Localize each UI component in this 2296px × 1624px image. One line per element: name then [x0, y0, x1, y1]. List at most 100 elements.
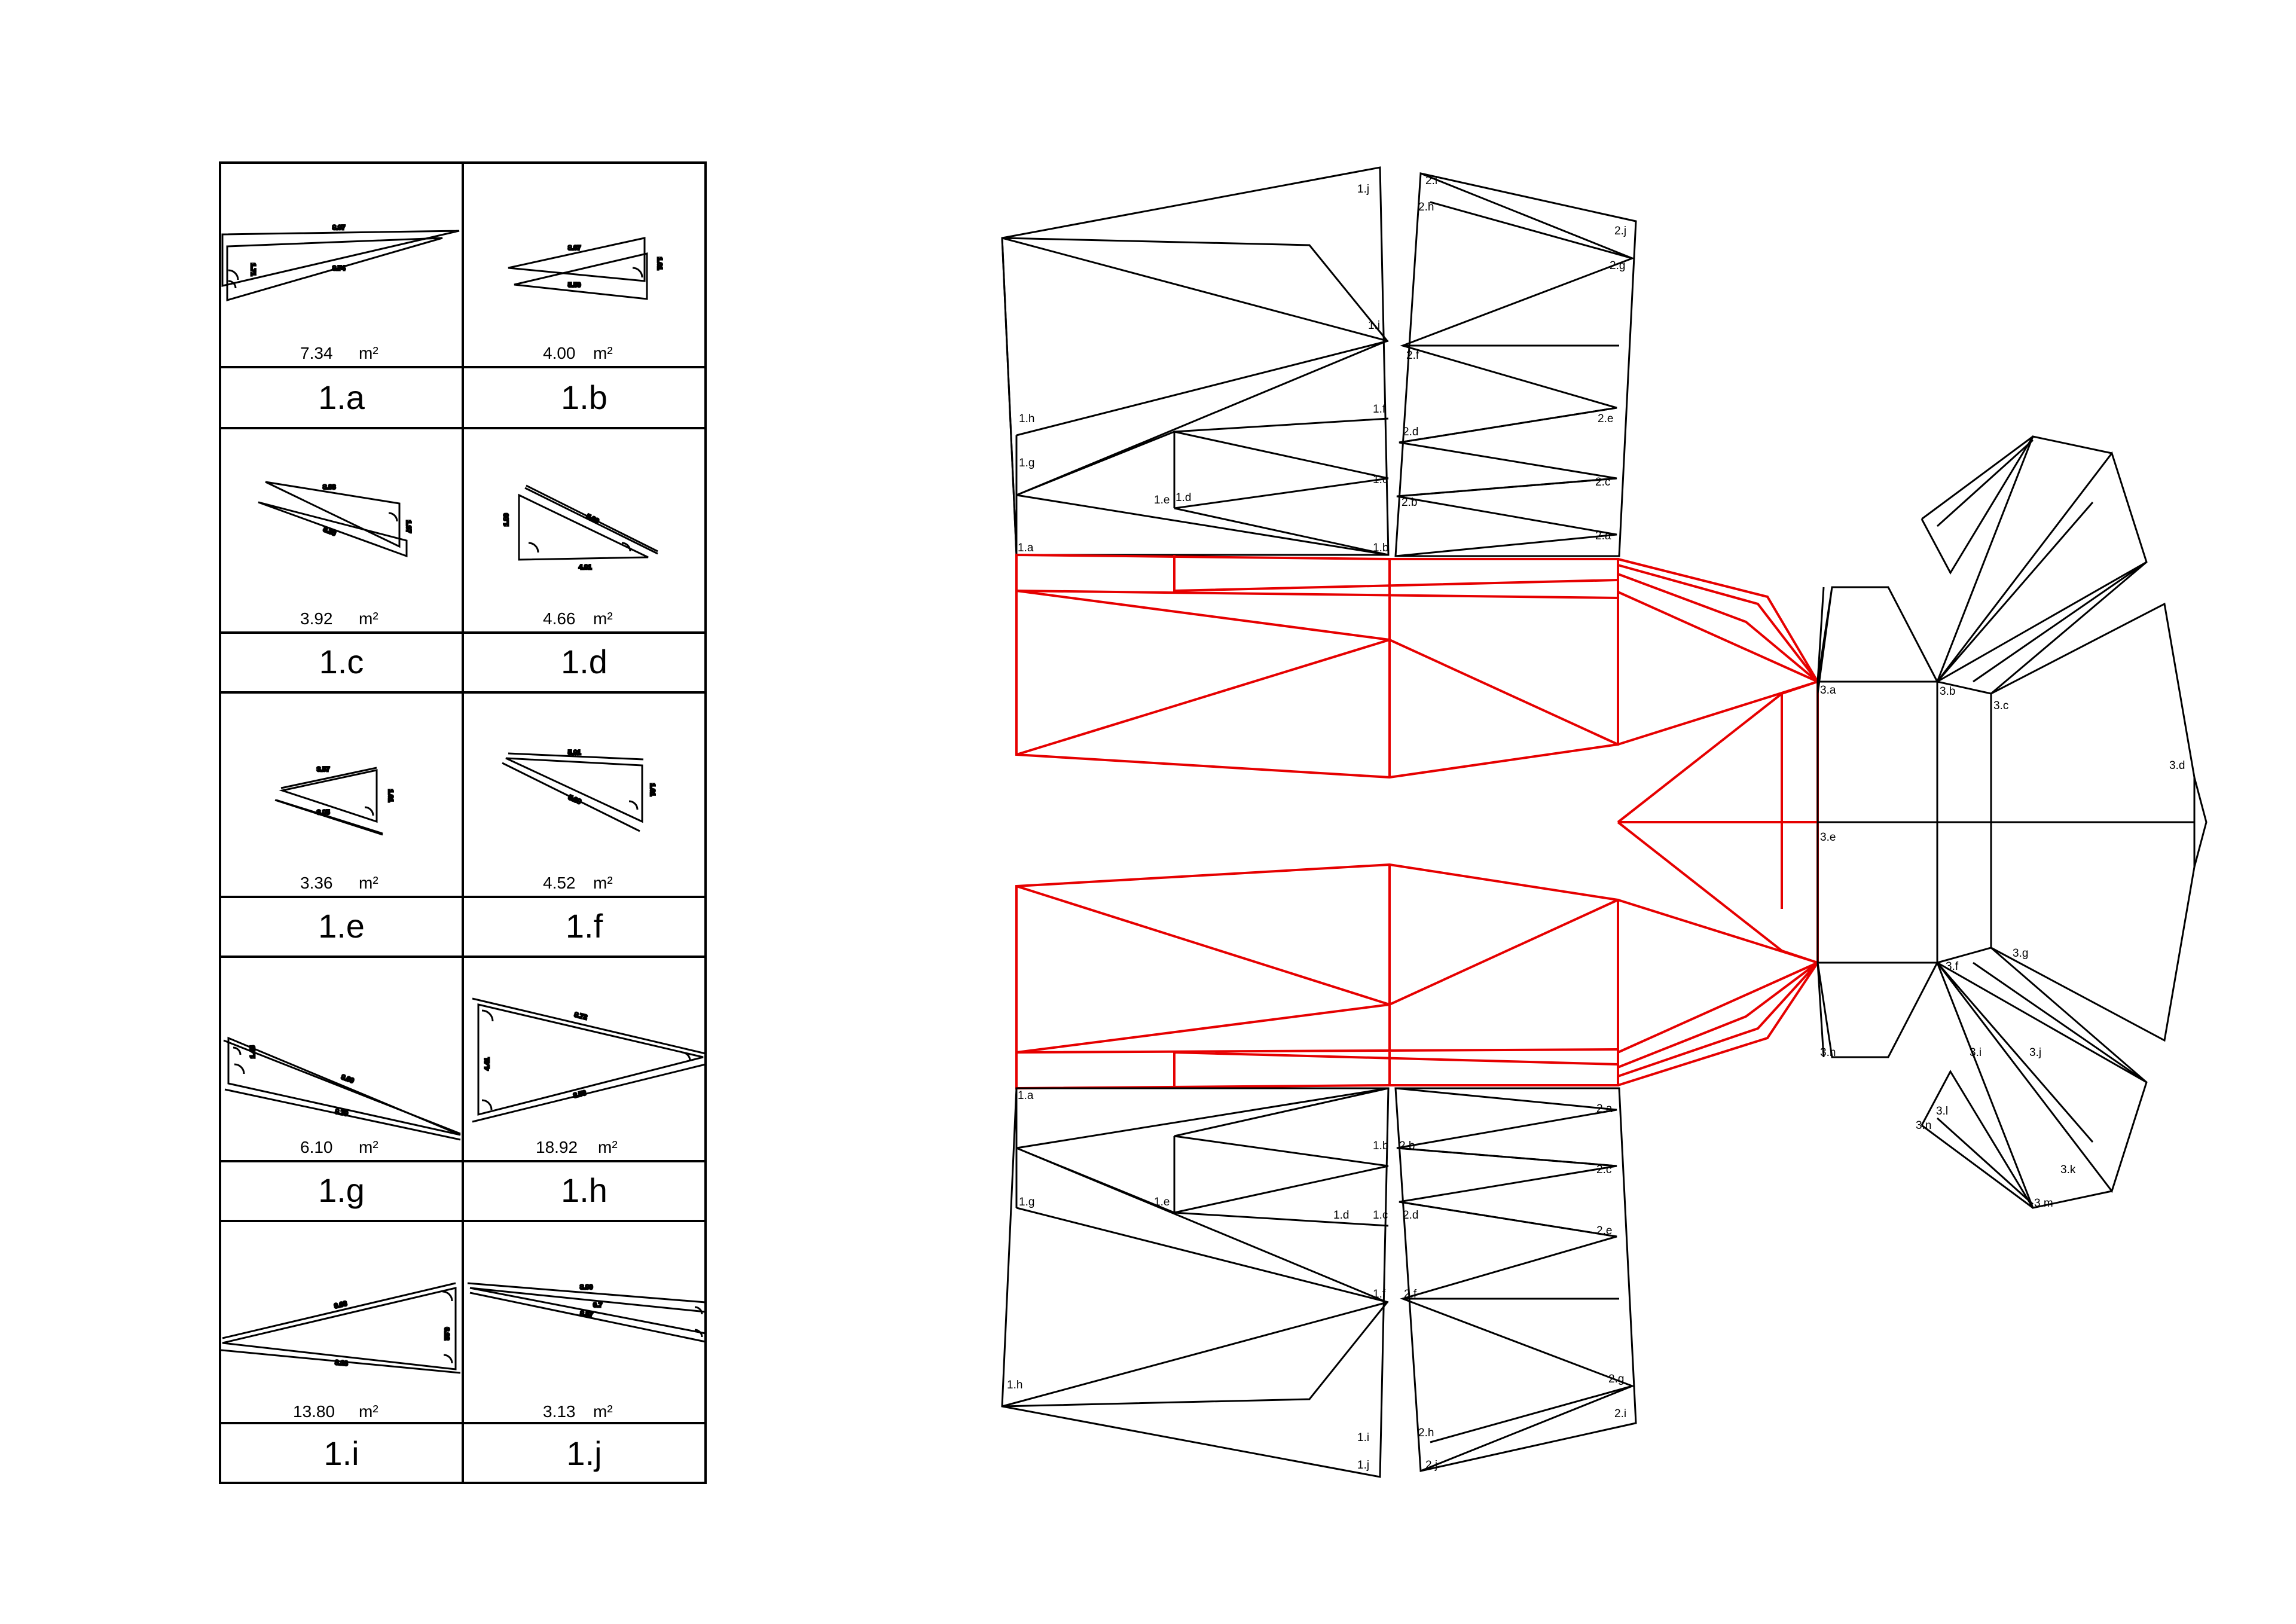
red-mid-section-lower	[1015, 821, 1819, 1090]
vertex-label: 1.e	[1154, 1196, 1170, 1208]
vertex-label: 1.f	[1373, 1288, 1386, 1301]
area-value: 4.00	[543, 344, 576, 362]
panel-thumb-1i: 9.03 8.18 3.22	[221, 1282, 461, 1374]
dim-label: 8.03	[323, 484, 335, 491]
vertex-label: 1.a	[1018, 542, 1034, 554]
dim-label: 8.53	[573, 1089, 587, 1100]
vertex-label: 3.b	[1940, 685, 1955, 698]
vertex-label: 2.h	[1418, 1427, 1434, 1439]
vertex-label: 2.a	[1596, 1103, 1613, 1115]
vertex-label: 1.h	[1007, 1379, 1022, 1391]
vertex-label: 2.g	[1608, 1373, 1624, 1385]
vertex-label: 1.f	[1373, 403, 1386, 416]
panel-thumb-1d: 5.39 4.91 1.86	[502, 484, 658, 572]
dim-label: 1.86	[503, 514, 510, 526]
vertex-label: 3.j	[2029, 1046, 2041, 1059]
area-value: 4.52	[543, 874, 576, 892]
panel-table	[219, 161, 707, 1484]
vertex-label: 3.i	[1970, 1046, 1981, 1059]
vertex-label: 2.i	[1614, 1408, 1626, 1420]
dim-label: 4.41	[484, 1058, 491, 1070]
vertex-label: 1.c	[1373, 1209, 1388, 1222]
dim-label: 5.38	[567, 794, 582, 806]
vertex-label: 2.f	[1406, 349, 1419, 362]
area-unit: m²	[359, 1138, 378, 1156]
vertex-label: 3.m	[2034, 1197, 2053, 1210]
vertex-label: 2.d	[1403, 1209, 1418, 1222]
strip-2-lower	[1394, 1087, 1637, 1472]
panel-id: 1.h	[561, 1171, 607, 1209]
strip-2-upper	[1394, 172, 1637, 557]
vertex-label: 2.b	[1399, 1140, 1415, 1152]
dim-label: 5.91	[568, 749, 581, 756]
panel-id: 1.c	[319, 643, 364, 680]
area-unit: m²	[593, 1402, 613, 1421]
vertex-label: 1.a	[1018, 1089, 1034, 1102]
dim-label: 4.91	[579, 564, 591, 571]
vertex-label: 2.c	[1595, 476, 1610, 489]
vertex-label: 3.n	[1916, 1119, 1931, 1132]
vertex-label: 1.j	[1357, 183, 1369, 196]
dim-label: 8.74	[332, 265, 346, 272]
area-value: 3.13	[543, 1402, 576, 1421]
vertex-label: 3.k	[2060, 1164, 2076, 1176]
area-value: 4.66	[543, 609, 576, 628]
area-unit: m²	[359, 344, 378, 362]
panel-id: 1.g	[318, 1171, 365, 1209]
vertex-label: 1.d	[1176, 492, 1191, 504]
panel-thumb-1b: 8.07 5.50 1.61	[508, 237, 664, 300]
area-value: 7.34	[300, 344, 333, 362]
area-value: 6.10	[300, 1138, 333, 1156]
vertex-label: 1.b	[1373, 542, 1388, 554]
dim-label: 8.90	[580, 1284, 593, 1291]
vertex-label: 2.j	[1425, 1459, 1437, 1472]
panel-id: 1.d	[561, 643, 607, 680]
dim-label: 1.45	[249, 1046, 257, 1058]
vertex-label: 1.g	[1019, 1196, 1034, 1208]
dim-label: 5.36	[322, 526, 337, 538]
dim-label: 0.7	[593, 1302, 602, 1309]
dim-label: 8.97	[332, 224, 345, 231]
dim-label: 8.07	[568, 245, 581, 252]
panel-id: 1.e	[318, 907, 365, 945]
vertex-label: 1.h	[1019, 413, 1034, 425]
area-value: 13.80	[293, 1402, 335, 1421]
area-unit: m²	[598, 1138, 618, 1156]
dim-label: 3.22	[443, 1327, 450, 1340]
strip-1-upper	[1001, 166, 1390, 556]
vertex-label: 2.e	[1598, 413, 1613, 425]
vertex-label: 3.e	[1820, 831, 1836, 844]
vertex-label: 1.b	[1373, 1140, 1388, 1152]
dim-label: 1.61	[656, 257, 663, 270]
area-unit: m²	[593, 344, 613, 362]
vertex-label: 3.c	[1993, 700, 2008, 712]
dim-label: 8.72	[573, 1011, 588, 1021]
vertex-label: 2.h	[1418, 201, 1434, 213]
panel-id: 1.j	[566, 1434, 602, 1472]
vertex-label: 1.i	[1357, 1431, 1369, 1444]
panel-id: 1.b	[561, 378, 607, 416]
dim-label: 5.50	[568, 282, 581, 289]
dim-label: 1.37	[405, 520, 412, 533]
vertex-label: 2.g	[1610, 260, 1625, 272]
panel-id: 1.i	[323, 1434, 359, 1472]
vertex-label: 3.g	[2013, 947, 2028, 960]
vertex-label: 3.a	[1820, 684, 1836, 697]
nose-section	[1816, 435, 2208, 1209]
dim-label: 1.71	[249, 263, 257, 276]
dim-label: 3.57	[317, 766, 329, 773]
vertex-label: 2.e	[1596, 1225, 1612, 1237]
area-unit: m²	[593, 874, 613, 892]
vertex-label: 1.j	[1357, 1459, 1369, 1472]
panel-thumb-1c: 8.03 5.36 1.37	[258, 481, 413, 558]
vertex-label: 3.l	[1936, 1105, 1948, 1118]
vertex-label: 1.g	[1019, 457, 1034, 469]
panel-id: 1.a	[318, 378, 365, 416]
vertex-label: 1.d	[1333, 1209, 1349, 1222]
vertex-label: 2.f	[1404, 1288, 1417, 1301]
panel-thumb-1a: 8.97 8.74 1.71	[221, 224, 460, 301]
area-unit: m²	[359, 1402, 378, 1421]
area-value: 3.36	[300, 874, 333, 892]
panel-thumb-1h: 8.72 8.53 4.41	[472, 997, 706, 1123]
